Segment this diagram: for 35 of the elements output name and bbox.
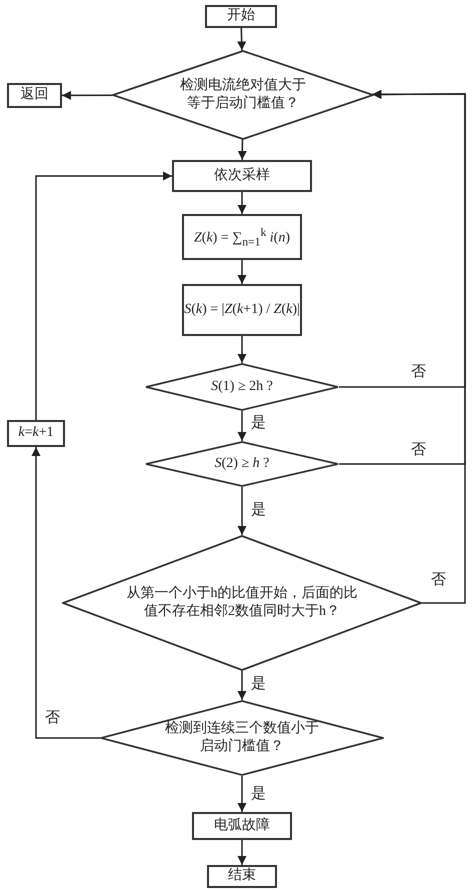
arrow	[238, 336, 246, 363]
edge-label: 否	[410, 364, 427, 380]
process-box: 电弧故障	[192, 812, 292, 840]
edge-label: 是	[250, 415, 267, 432]
decision-diamond: 检测到连续三个数值小于启动门槛值？	[100, 700, 384, 776]
edge-label: 否	[44, 710, 61, 726]
edge-label: 否	[410, 442, 427, 458]
arrow	[372, 90, 466, 604]
formula-box: Z(k) = ∑$_{n=1}$$^{k}$ i(n)	[182, 214, 302, 260]
arrow	[32, 447, 100, 739]
edge-label: 是	[250, 786, 267, 802]
decision-diamond: S(2) ≥ h ?	[145, 441, 339, 487]
decision-diamond: 从第一个小于h的比值开始，后面的比值不存在相邻2数值同时大于h？	[62, 535, 422, 671]
formula-box: S(k) = |Z(k+1) / Z(k)|	[182, 284, 302, 336]
arrow	[238, 260, 246, 284]
arrow	[238, 671, 246, 700]
edge-label: 是	[250, 502, 267, 518]
edge-label: 是	[250, 676, 267, 692]
decision-diamond: S(1) ≥ 2h ?	[145, 363, 339, 411]
start-box: 开始	[205, 5, 277, 28]
arrow	[238, 776, 246, 812]
process-box: k=k+1	[7, 420, 65, 447]
arrow	[238, 411, 246, 441]
arrow	[238, 487, 246, 535]
return-box: 返回	[7, 83, 62, 108]
arrow	[62, 90, 113, 100]
arrow	[238, 840, 246, 865]
edge-label: 否	[430, 572, 447, 588]
arrow	[238, 140, 247, 160]
arrow	[238, 192, 246, 214]
arrow	[35, 172, 172, 420]
decision-diamond: 检测电流绝对值大于等于启动门槛值？	[112, 50, 374, 140]
end-box: 结束	[207, 865, 277, 888]
arrow	[237, 28, 246, 50]
process-box: 依次采样	[172, 160, 312, 192]
